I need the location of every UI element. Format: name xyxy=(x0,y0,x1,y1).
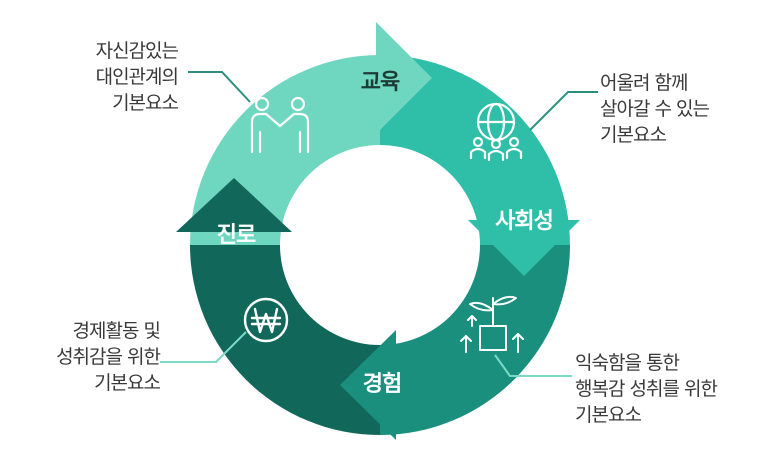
ring-segment-bottom-right xyxy=(380,245,570,435)
arrow-head-top xyxy=(376,22,432,134)
leader-line-top-right xyxy=(529,91,598,131)
segment-label-right: 사회성 xyxy=(495,209,553,234)
note-top-left: 자신감있는 대인관계의 기본요소 xyxy=(95,40,179,114)
arrow-head-right xyxy=(468,220,580,276)
leader-line-bottom-left xyxy=(160,331,247,363)
growing-plant-box-icon xyxy=(460,295,524,353)
leader-line-top-left xyxy=(188,71,251,103)
handshake-icon xyxy=(250,96,310,154)
note-bottom-right: 익숙함을 통한 행복감 성취를 위한 기본요소 xyxy=(575,352,718,426)
arrow-head-left xyxy=(176,178,292,232)
note-bottom-left: 경제활동 및 성취감을 위한 기본요소 xyxy=(56,320,161,394)
won-coin-icon xyxy=(243,297,289,343)
segment-label-top: 교육 xyxy=(361,70,400,95)
people-globe-icon xyxy=(469,102,523,162)
leader-line-bottom-right xyxy=(494,354,572,377)
arrow-head-bottom xyxy=(340,330,396,440)
note-top-right: 어울려 함께 살아갈 수 있는 기본요소 xyxy=(600,72,710,146)
segment-label-bottom: 경험 xyxy=(363,371,401,397)
segment-label-left: 진로 xyxy=(217,223,256,248)
ring-segment-bottom-left xyxy=(190,245,380,435)
